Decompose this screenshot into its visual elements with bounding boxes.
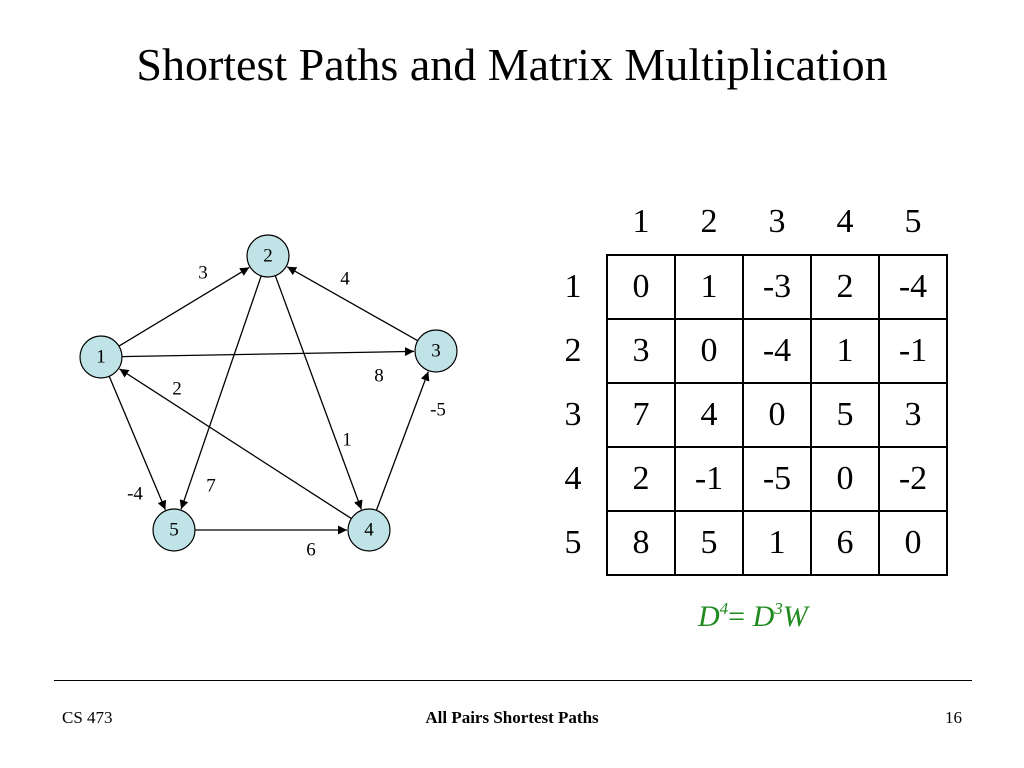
matrix-cell: 0	[878, 510, 948, 576]
matrix-row-header: 2	[564, 332, 582, 369]
matrix-row-header: 3	[564, 396, 582, 433]
matrix-cell: 1	[810, 318, 880, 384]
matrix-cell: 7	[606, 382, 676, 448]
node-label: 5	[169, 520, 179, 541]
node-label: 2	[263, 246, 273, 267]
formula-lhs-exponent: 4	[719, 599, 729, 618]
recurrence-formula: D4= D3W	[698, 600, 808, 634]
matrix-cell: -1	[674, 446, 744, 512]
node-circle	[152, 508, 196, 552]
matrix-col-header: 4	[836, 203, 854, 240]
edge-weight-3-to-2: 4	[340, 269, 350, 290]
edge-1-to-3	[121, 347, 415, 358]
matrix-row-header: 1	[564, 268, 582, 305]
matrix-row: 4 2 -1 -5 0 -2	[540, 446, 948, 512]
matrix-cell: -1	[878, 318, 948, 384]
formula-rhs-tail: W	[782, 600, 808, 633]
edge-2-to-5	[179, 275, 262, 510]
distance-matrix: 1 2 3 4 5 1 0 1 -3 2 -4 2 3 0 -4 1	[540, 190, 948, 576]
edge-weight-5-to-4: 6	[306, 540, 316, 561]
matrix-row: 2 3 0 -4 1 -1	[540, 318, 948, 384]
edge-3-to-2	[286, 266, 419, 342]
node-circle	[79, 335, 123, 379]
edge-1-to-5	[108, 376, 167, 510]
graph-node-4: 4	[347, 508, 391, 552]
matrix-col-header: 2	[700, 203, 718, 240]
matrix-cell: 1	[742, 510, 812, 576]
matrix-cell: 0	[674, 318, 744, 384]
matrix-cell: 0	[606, 254, 676, 320]
matrix-col-header: 5	[904, 203, 922, 240]
matrix-cell: 8	[606, 510, 676, 576]
node-circle	[414, 329, 458, 373]
node-label: 3	[431, 341, 441, 362]
matrix-cell: 2	[606, 446, 676, 512]
edge-weight-2-to-5: 7	[206, 476, 216, 497]
matrix-cell: 5	[674, 510, 744, 576]
formula-equals: =	[728, 600, 753, 633]
matrix-cell: 1	[674, 254, 744, 320]
formula-rhs-base: D	[752, 600, 775, 633]
edge-weight-1-to-2: 3	[198, 263, 208, 284]
graph-edges	[108, 266, 430, 535]
edge-2-to-4	[274, 275, 363, 510]
matrix-cell: 6	[810, 510, 880, 576]
footer-divider	[54, 680, 972, 681]
formula-rhs-exponent: 3	[774, 599, 783, 618]
node-circle	[246, 234, 290, 278]
edge-weight-1-to-5: -4	[127, 484, 143, 505]
matrix-header-row: 1 2 3 4 5	[540, 190, 947, 255]
edge-4-to-1	[119, 368, 352, 520]
edge-weight-1-to-3: 8	[374, 366, 384, 387]
slide-title: Shortest Paths and Matrix Multiplication	[136, 39, 888, 90]
matrix-corner	[540, 190, 607, 255]
matrix-row: 3 7 4 0 5 3	[540, 382, 948, 448]
graph-edge-weights: 3 4 8 2 1 -5 -4 7 6	[127, 263, 446, 561]
matrix-cell: 4	[674, 382, 744, 448]
node-label: 1	[96, 347, 106, 368]
matrix-cell: -2	[878, 446, 948, 512]
graph-nodes: 1 2 3 4 5	[79, 234, 458, 552]
matrix-row-header: 4	[564, 460, 582, 497]
formula-lhs-base: D	[698, 600, 720, 633]
matrix-cell: 3	[878, 382, 948, 448]
matrix-cell: 5	[810, 382, 880, 448]
graph-node-2: 2	[246, 234, 290, 278]
edge-4-to-3	[375, 371, 430, 511]
matrix-cell: 0	[810, 446, 880, 512]
edge-1-to-2	[118, 266, 250, 347]
graph-node-1: 1	[79, 335, 123, 379]
matrix-cell: 0	[742, 382, 812, 448]
matrix-row: 5 8 5 1 6 0	[540, 510, 948, 576]
graph-node-5: 5	[152, 508, 196, 552]
matrix-row: 1 0 1 -3 2 -4	[540, 254, 948, 320]
node-circle	[347, 508, 391, 552]
matrix-cell: -3	[742, 254, 812, 320]
footer-course: CS 473	[62, 708, 113, 727]
matrix-cell: 3	[606, 318, 676, 384]
edge-weight-4-to-3: -5	[430, 400, 446, 421]
slide-number: 16	[945, 708, 962, 727]
matrix-cell: -4	[742, 318, 812, 384]
matrix-cell: -4	[878, 254, 948, 320]
matrix-col-header: 3	[768, 203, 786, 240]
matrix-col-header: 1	[632, 203, 650, 240]
distance-matrix-table: 1 2 3 4 5 1 0 1 -3 2 -4 2 3 0 -4 1	[540, 190, 948, 576]
edge-weight-2-to-4: 1	[342, 430, 352, 451]
matrix-cell: -5	[742, 446, 812, 512]
edge-weight-4-to-1: 2	[172, 379, 182, 400]
matrix-cell: 2	[810, 254, 880, 320]
footer-topic: All Pairs Shortest Paths	[425, 708, 599, 727]
graph-node-3: 3	[414, 329, 458, 373]
node-label: 4	[364, 520, 374, 541]
matrix-row-header: 5	[564, 524, 582, 561]
